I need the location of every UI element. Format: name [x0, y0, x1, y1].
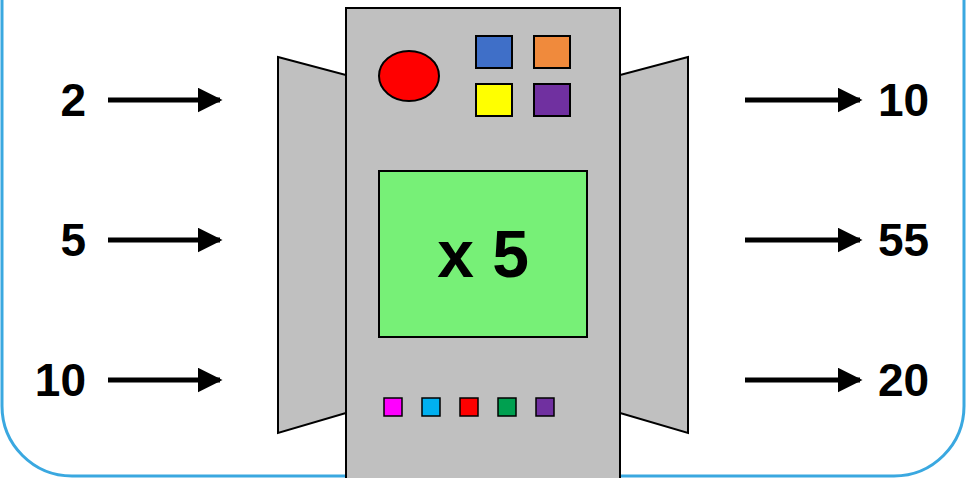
red-button: [379, 51, 439, 101]
output-arrow: [745, 238, 860, 243]
input-number: 2: [60, 77, 86, 123]
purple-light: [536, 398, 554, 416]
right-wing: [620, 57, 688, 433]
input-arrow: [108, 98, 220, 103]
output-number: 20: [878, 357, 929, 403]
orange-button: [534, 36, 570, 68]
green-light: [498, 398, 516, 416]
cyan-light: [422, 398, 440, 416]
input-arrow: [108, 238, 220, 243]
magenta-light: [384, 398, 402, 416]
yellow-button: [476, 84, 512, 116]
input-arrow: [108, 378, 220, 383]
output-arrow: [745, 98, 860, 103]
blue-button: [476, 36, 512, 68]
output-arrow: [745, 378, 860, 383]
left-wing: [278, 57, 346, 433]
red-light: [460, 398, 478, 416]
screen-box: x 5: [378, 170, 588, 338]
input-number: 10: [35, 357, 86, 403]
machine-body: [346, 8, 620, 478]
operation-text: x 5: [437, 221, 529, 287]
output-number: 55: [878, 217, 929, 263]
output-number: 10: [878, 77, 929, 123]
purple-button: [534, 84, 570, 116]
input-number: 5: [60, 217, 86, 263]
